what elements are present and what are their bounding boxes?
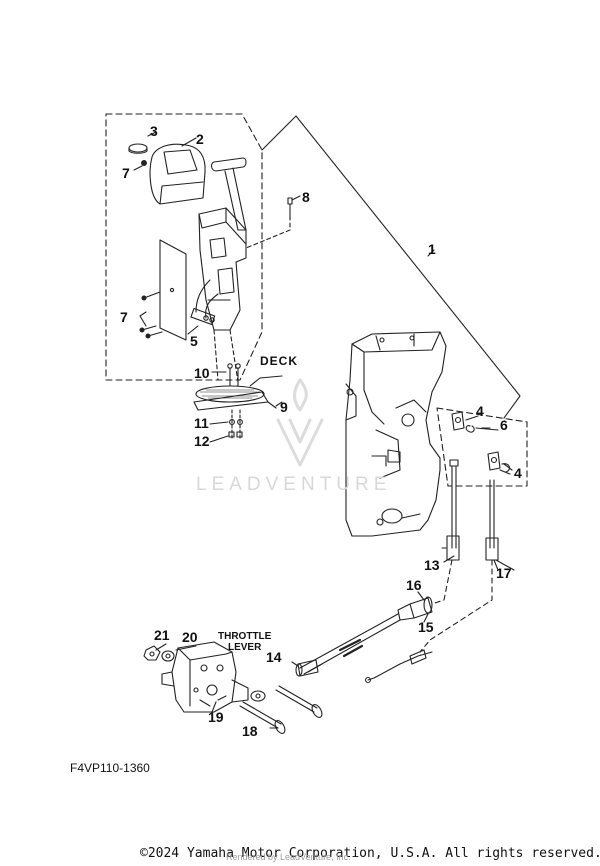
deck-plate	[195, 385, 265, 403]
part-12-nuts	[228, 431, 235, 438]
part-9-gasket	[193, 391, 269, 411]
part-5-connector	[190, 307, 216, 326]
watermark-emblem	[276, 378, 324, 467]
callout-3: 3	[150, 123, 158, 139]
callout-21: 21	[154, 627, 170, 643]
part-15-cable-adjuster	[409, 597, 433, 619]
bracket-parts-outline	[436, 407, 528, 487]
part-21-nut	[143, 645, 161, 661]
callout-19: 19	[208, 709, 224, 725]
part-17-cable-end	[489, 479, 495, 549]
callout-18: 18	[242, 723, 258, 739]
callout-1: 1	[428, 241, 436, 257]
copyright-notice: ©2024 Yamaha Motor Corporation, U.S.A. A…	[140, 846, 600, 861]
remote-control-box-body	[198, 207, 247, 331]
callout-15: 15	[418, 619, 434, 635]
part-19-washer	[250, 690, 266, 702]
callout-12: 12	[194, 433, 210, 449]
part-3-cap	[128, 143, 148, 153]
throttle-label-line-2: LEVER	[227, 641, 262, 653]
part-4-bracket-bottom	[487, 451, 501, 471]
callout-2: 2	[196, 131, 204, 147]
callout-6: 6	[500, 417, 508, 433]
deck-label: DECK	[260, 354, 299, 368]
part-13-cable-end	[451, 465, 457, 549]
control-box-group-outline	[105, 113, 263, 381]
callout-4-top: 4	[476, 403, 484, 419]
part-6-clip	[465, 425, 475, 433]
callout-11: 11	[194, 415, 209, 431]
callout-20: 20	[182, 629, 198, 645]
callout-10: 10	[194, 365, 210, 381]
part-1-remote-control-assembly	[345, 331, 447, 537]
callout-8: 8	[302, 189, 310, 205]
callout-13: 13	[424, 557, 440, 573]
callout-7-top: 7	[122, 165, 130, 181]
part-4-bracket-top	[451, 411, 465, 431]
throttle-label-line-1: THROTTLE	[218, 631, 272, 642]
part-18-bolt-a	[239, 701, 282, 729]
gasket-plate	[159, 239, 187, 341]
part-18-bolt-b	[275, 685, 318, 713]
part-11-washers	[229, 419, 235, 425]
switch-harness	[195, 279, 219, 319]
callout-7-left: 7	[120, 309, 128, 325]
part-7-screw-top	[141, 160, 147, 166]
shift-cable	[367, 651, 433, 681]
callout-5: 5	[190, 333, 198, 349]
throttle-lever-label: THROTTLE LEVER	[218, 631, 272, 653]
part-1-leader	[261, 115, 521, 419]
callout-4-bottom: 4	[514, 465, 522, 481]
part-2-cover	[149, 143, 206, 205]
rendered-by-credit: Rendered by LeadVenture, Inc.	[226, 852, 351, 862]
part-14-sleeve	[297, 659, 319, 677]
callout-9: 9	[280, 399, 288, 415]
callout-17: 17	[496, 565, 512, 581]
part-20-washer	[161, 650, 175, 662]
control-lever-handle	[211, 157, 247, 172]
diagram-code: F4VP110-1360	[70, 761, 150, 775]
watermark-wordmark: LEADVENTURE	[196, 474, 392, 495]
part-10-bolts	[229, 367, 239, 387]
callout-14: 14	[266, 649, 282, 665]
callout-16: 16	[406, 577, 422, 593]
